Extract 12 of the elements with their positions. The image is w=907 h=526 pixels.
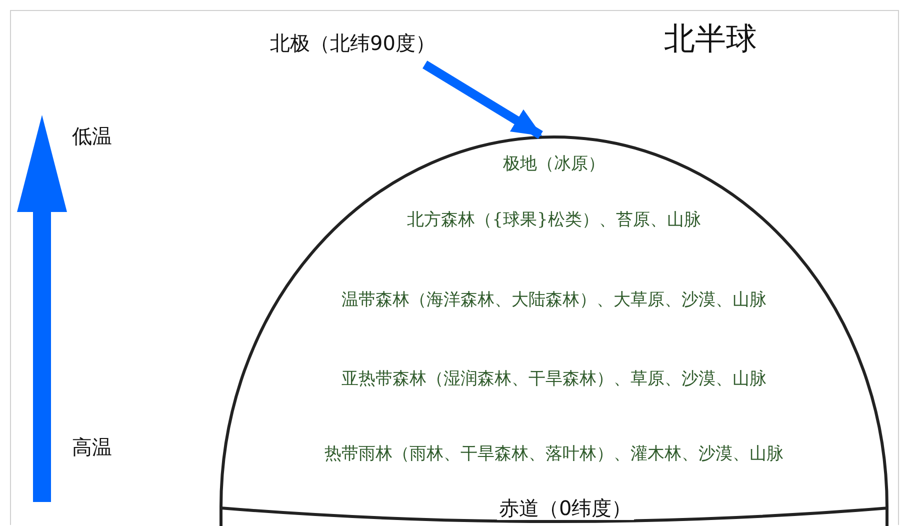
equator-label: 赤道（0纬度） [497, 496, 634, 520]
zone-label: 极地（冰原） [503, 154, 605, 174]
zone-label: 亚热带森林（湿润森林、干旱森林）、草原、沙漠、山脉 [342, 369, 766, 389]
zone-label: 热带雨林（雨林、干旱森林、落叶林）、灌木林、沙漠、山脉 [324, 444, 784, 464]
pole-label: 北极（北纬90度） [270, 30, 444, 60]
temperature-label: 低温 [72, 124, 112, 148]
hemisphere-dome [218, 135, 890, 526]
title: 北半球 [664, 20, 757, 59]
arrow [422, 60, 543, 139]
zone-label: 温带森林（海洋森林、大陆森林）、大草原、沙漠、山脉 [342, 290, 766, 310]
temperature-label: 高温 [72, 435, 112, 459]
zone-label: 北方森林（{球果}松类）、苔原、山脉 [407, 210, 701, 230]
